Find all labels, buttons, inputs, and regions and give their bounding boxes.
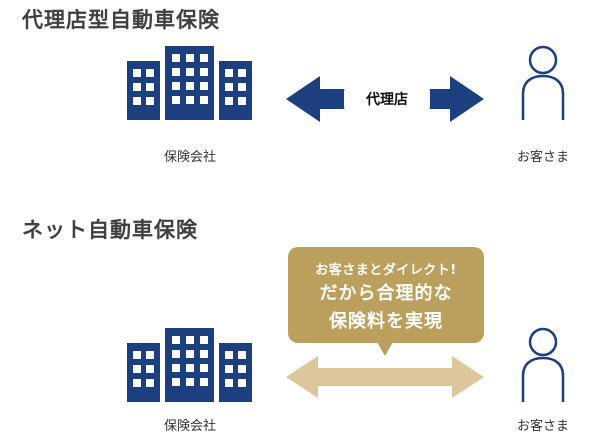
building-icon — [127, 46, 252, 120]
double-arrow-icon — [286, 356, 484, 398]
bubble-tail — [377, 342, 393, 356]
insurance-company-label: 保険会社 — [163, 150, 217, 165]
customer-label: お客さま — [516, 150, 570, 165]
building-icon — [127, 328, 252, 402]
bubble-line: 保険料を実現 — [329, 311, 443, 332]
bubble-line: だから合理的な — [319, 283, 453, 304]
agency-label: 代理店 — [344, 84, 430, 114]
bubble-subtitle: お客さまとダイレクト! — [315, 263, 457, 278]
person-icon — [521, 45, 565, 120]
direct-message-bubble: お客さまとダイレクト! だから合理的な 保険料を実現 — [288, 247, 484, 343]
customer-label: お客さま — [516, 419, 570, 434]
person-icon — [521, 327, 565, 402]
insurance-company-label: 保険会社 — [163, 419, 217, 434]
agency-section-heading: 代理店型自動車保険 — [22, 8, 220, 32]
online-section-heading: ネット自動車保険 — [22, 218, 198, 242]
